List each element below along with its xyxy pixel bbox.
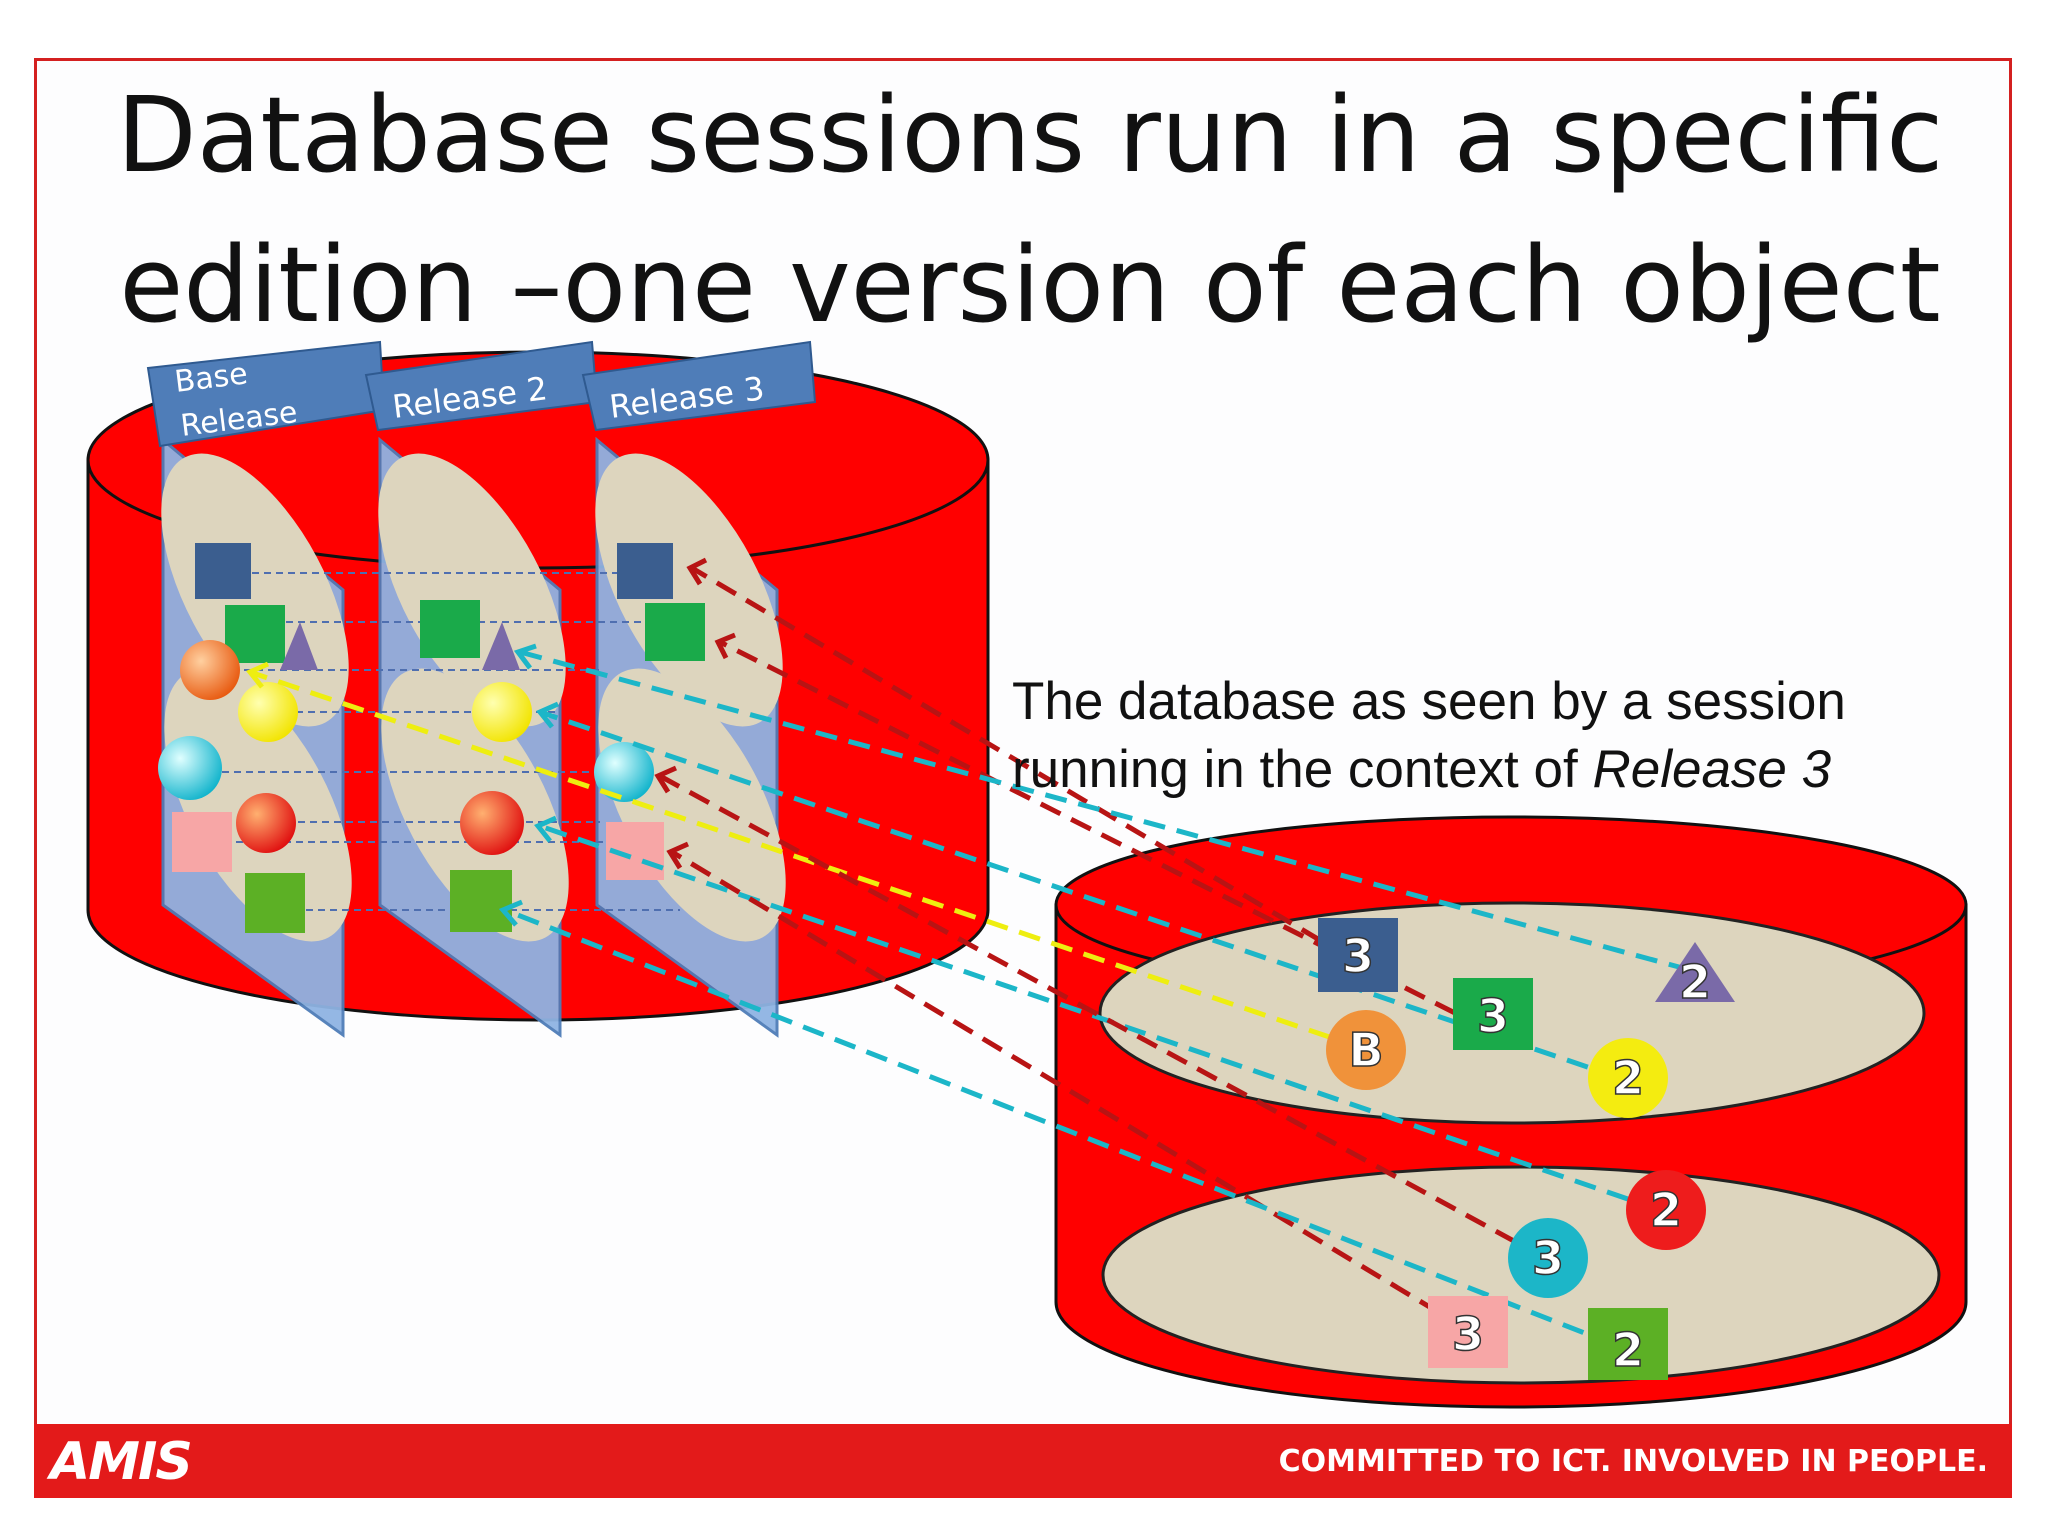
title-line-1: Database sessions run in a specific — [116, 74, 1944, 196]
base-table-blue — [195, 543, 251, 599]
title-line-2: edition –one version of each object — [119, 224, 1941, 346]
svg-text:3: 3 — [1342, 929, 1374, 983]
caption-line-2-italic: Release 3 — [1592, 740, 1832, 799]
session-cylinder — [1054, 815, 1968, 1409]
session-object-table-blue-3: 3 — [1318, 918, 1398, 992]
release-2-objects — [420, 600, 532, 932]
svg-text:2: 2 — [1612, 1051, 1644, 1105]
session-object-circle-yellow-2: 2 — [1588, 1038, 1668, 1118]
r2-table-green — [420, 600, 480, 658]
base-pink-table — [172, 812, 232, 872]
base-objects — [158, 543, 318, 933]
session-object-circle-cyan-3: 3 — [1508, 1218, 1588, 1298]
session-object-circle-orange-b: B — [1326, 1010, 1406, 1090]
base-yellow-sphere — [238, 682, 298, 742]
arrowheads — [246, 557, 736, 927]
svg-text:3: 3 — [1477, 989, 1509, 1043]
r2-yellow-sphere — [472, 682, 532, 742]
base-orange-sphere — [180, 640, 240, 700]
edition-tab-release-2: Release 2 — [364, 340, 599, 432]
session-object-triangle-2: 2 — [1655, 942, 1735, 1010]
base-table-green — [225, 605, 285, 663]
base-triangle — [280, 622, 318, 670]
footer-tagline: COMMITTED TO ICT. INVOLVED IN PEOPLE. — [1278, 1444, 1988, 1479]
r3-table-blue — [617, 543, 673, 599]
svg-text:3: 3 — [1452, 1307, 1484, 1361]
r2-lime-table — [450, 870, 512, 932]
svg-text:2: 2 — [1679, 955, 1711, 1009]
footer-bar — [34, 1424, 2012, 1498]
svg-text:3: 3 — [1532, 1231, 1564, 1285]
base-cyan-sphere — [158, 736, 222, 800]
base-lime-table — [245, 873, 305, 933]
session-object-table-lime-2: 2 — [1588, 1308, 1668, 1380]
amis-logo: AMIS — [50, 1432, 193, 1492]
svg-text:2: 2 — [1612, 1323, 1644, 1377]
session-object-table-pink-3: 3 — [1428, 1296, 1508, 1368]
slide-title: Database sessions run in a specific edit… — [60, 60, 2000, 360]
session-caption: The database as seen by a session runnin… — [1012, 668, 2022, 804]
session-object-table-green-3: 3 — [1453, 978, 1533, 1050]
edition-tab-base: Base Release — [146, 340, 386, 448]
session-objects: 3 3 2 B 2 2 3 — [1318, 918, 1735, 1380]
caption-line-2-prefix: running in the context of — [1012, 740, 1593, 799]
session-object-circle-red-2: 2 — [1626, 1170, 1706, 1250]
release-3-objects — [594, 543, 705, 880]
r3-cyan-sphere — [594, 742, 654, 802]
svg-text:2: 2 — [1650, 1183, 1682, 1237]
r3-table-green — [645, 603, 705, 661]
base-red-sphere — [236, 793, 296, 853]
r2-red-sphere — [460, 791, 524, 855]
caption-line-1: The database as seen by a session — [1012, 672, 1846, 731]
svg-text:B: B — [1348, 1023, 1383, 1077]
caption-line-2: running in the context of Release 3 — [1012, 736, 2022, 804]
r2-triangle — [482, 622, 520, 670]
